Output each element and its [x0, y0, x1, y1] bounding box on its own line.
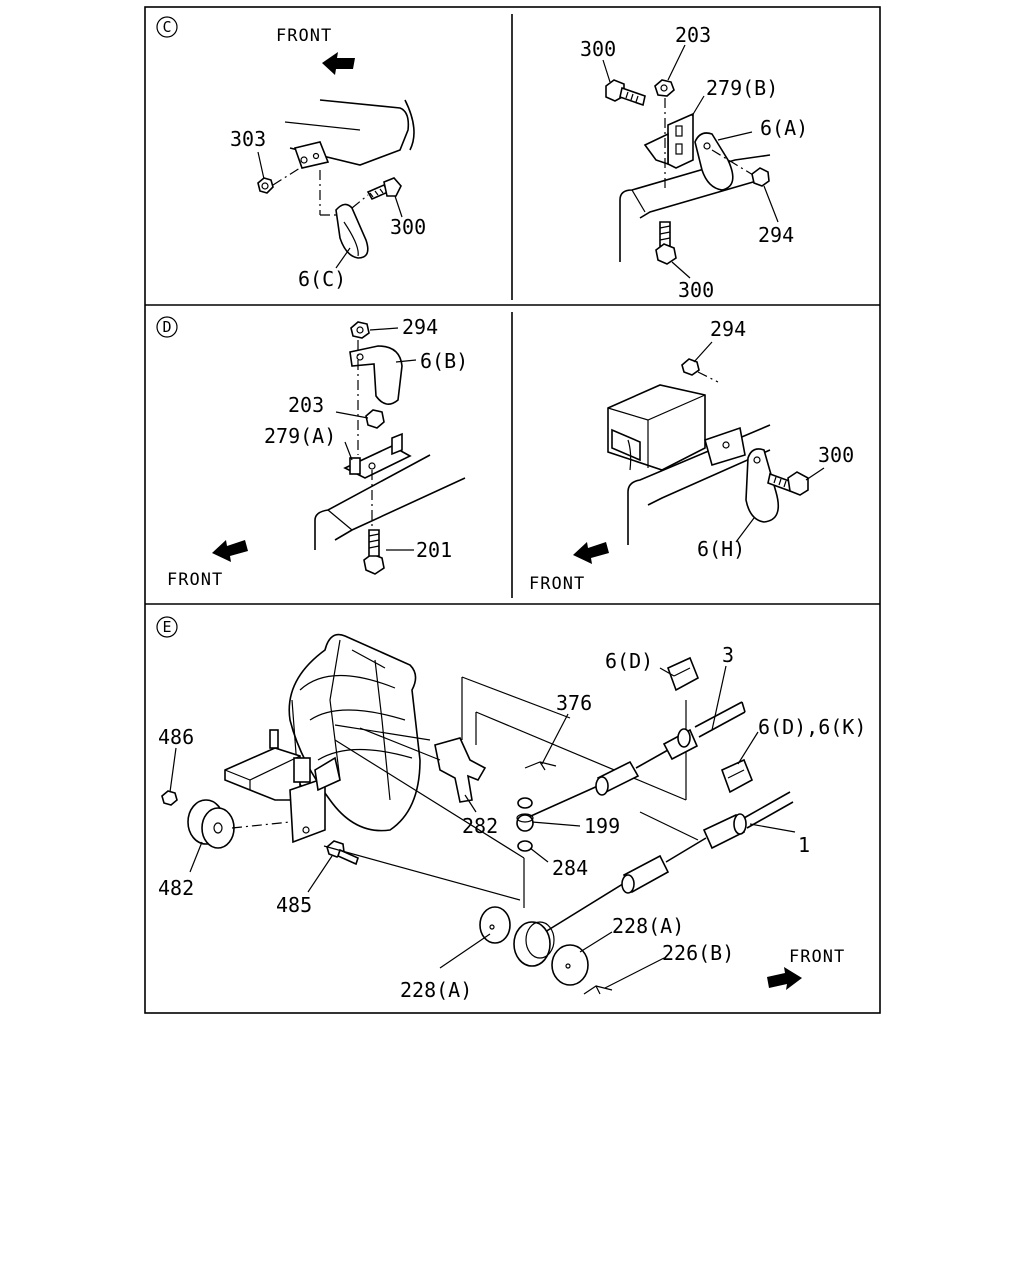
- nut-294-c: [751, 167, 770, 187]
- clip-6h: [745, 448, 780, 523]
- clip-6b: [349, 345, 403, 405]
- clip-6c: [335, 203, 369, 259]
- nut-294-d: [350, 321, 370, 339]
- label-300-d: 300: [818, 443, 854, 467]
- label-279a: 279(A): [264, 424, 336, 448]
- bushing-199: [516, 814, 534, 832]
- bracket-c: [293, 141, 330, 169]
- front-label-d2: FRONT: [529, 574, 585, 594]
- frame-rail-right: [619, 154, 771, 262]
- label-376: 376: [556, 691, 592, 715]
- label-300-c1: 300: [390, 215, 426, 239]
- label-6h: 6(H): [697, 537, 745, 561]
- label-300-c2: 300: [580, 37, 616, 61]
- panel-d-right: FRONT 294 300 6(H): [529, 317, 854, 594]
- box-bracket-d: [607, 384, 706, 471]
- nut-203: [654, 79, 675, 97]
- panel-c-right: 300 203 279(B) 6(A) 294 300: [580, 23, 808, 302]
- label-228a-left: 228(A): [400, 978, 472, 1002]
- label-201: 201: [416, 538, 452, 562]
- front-arrow-icon-e: [767, 967, 802, 990]
- label-6a: 6(A): [760, 116, 808, 140]
- label-279b: 279(B): [706, 76, 778, 100]
- panel-c-left: C FRONT 303 300 6(C): [156, 16, 426, 291]
- pin-376: [524, 761, 557, 771]
- clutch-housing: [288, 633, 421, 832]
- label-6c: 6(C): [298, 267, 346, 291]
- label-294-c: 294: [758, 223, 794, 247]
- panel-d-left: D FRONT 294 6(B) 203 279(: [156, 315, 468, 590]
- washer-upper: [517, 797, 533, 809]
- label-284: 284: [552, 856, 588, 880]
- bolt-201: [363, 553, 385, 575]
- label-3: 3: [722, 643, 734, 667]
- section-marker-c: [156, 16, 178, 38]
- front-arrow-icon-d2: [573, 542, 609, 564]
- section-marker-d: [156, 316, 178, 338]
- label-226b: 226(B): [662, 941, 734, 965]
- section-marker-e: [156, 616, 178, 638]
- label-228a-right: 228(A): [612, 914, 684, 938]
- label-6d-6k: 6(D),6(K): [758, 715, 866, 739]
- nut-294-d2: [681, 358, 700, 376]
- label-294-d: 294: [402, 315, 438, 339]
- label-203-d: 203: [288, 393, 324, 417]
- disc-228a-left: [479, 906, 511, 944]
- frame-rail-d: [314, 454, 431, 550]
- front-label-e: FRONT: [789, 947, 845, 967]
- frame-rail-d-right: [627, 424, 771, 545]
- label-486: 486: [158, 725, 194, 749]
- pin-226b: [583, 985, 613, 995]
- front-arrow-icon: [322, 52, 355, 75]
- label-485: 485: [276, 893, 312, 917]
- section-letter-e: E: [162, 618, 171, 636]
- cable-3: [521, 784, 601, 821]
- nut-303: [257, 177, 274, 194]
- clip-6d: [666, 656, 700, 692]
- label-282: 282: [462, 814, 498, 838]
- section-letter-d: D: [162, 318, 171, 336]
- lever-282: [434, 737, 487, 803]
- bracket-279b: [667, 112, 694, 169]
- front-arrow-icon-d1: [212, 540, 248, 562]
- frame-rail: [289, 99, 410, 166]
- label-203-c: 203: [675, 23, 711, 47]
- front-label-c: FRONT: [276, 26, 332, 46]
- disc-228a-center: [513, 921, 551, 967]
- washer-284: [517, 840, 533, 852]
- cable-1: [544, 881, 627, 933]
- label-300-c3: 300: [678, 278, 714, 302]
- label-482: 482: [158, 876, 194, 900]
- section-letter-c: C: [162, 18, 171, 36]
- diagram-frame: [144, 6, 881, 1014]
- label-294-d2: 294: [710, 317, 746, 341]
- nut-486: [161, 790, 178, 806]
- label-199: 199: [584, 814, 620, 838]
- label-6b: 6(B): [420, 349, 468, 373]
- nut-203-d: [365, 409, 385, 429]
- label-6d: 6(D): [605, 649, 653, 673]
- front-label-d1: FRONT: [167, 570, 223, 590]
- label-303: 303: [230, 127, 266, 151]
- clip-6d-6k: [720, 758, 754, 794]
- clip-6a: [694, 132, 734, 191]
- label-1: 1: [798, 833, 810, 857]
- panel-e: E: [156, 616, 866, 1002]
